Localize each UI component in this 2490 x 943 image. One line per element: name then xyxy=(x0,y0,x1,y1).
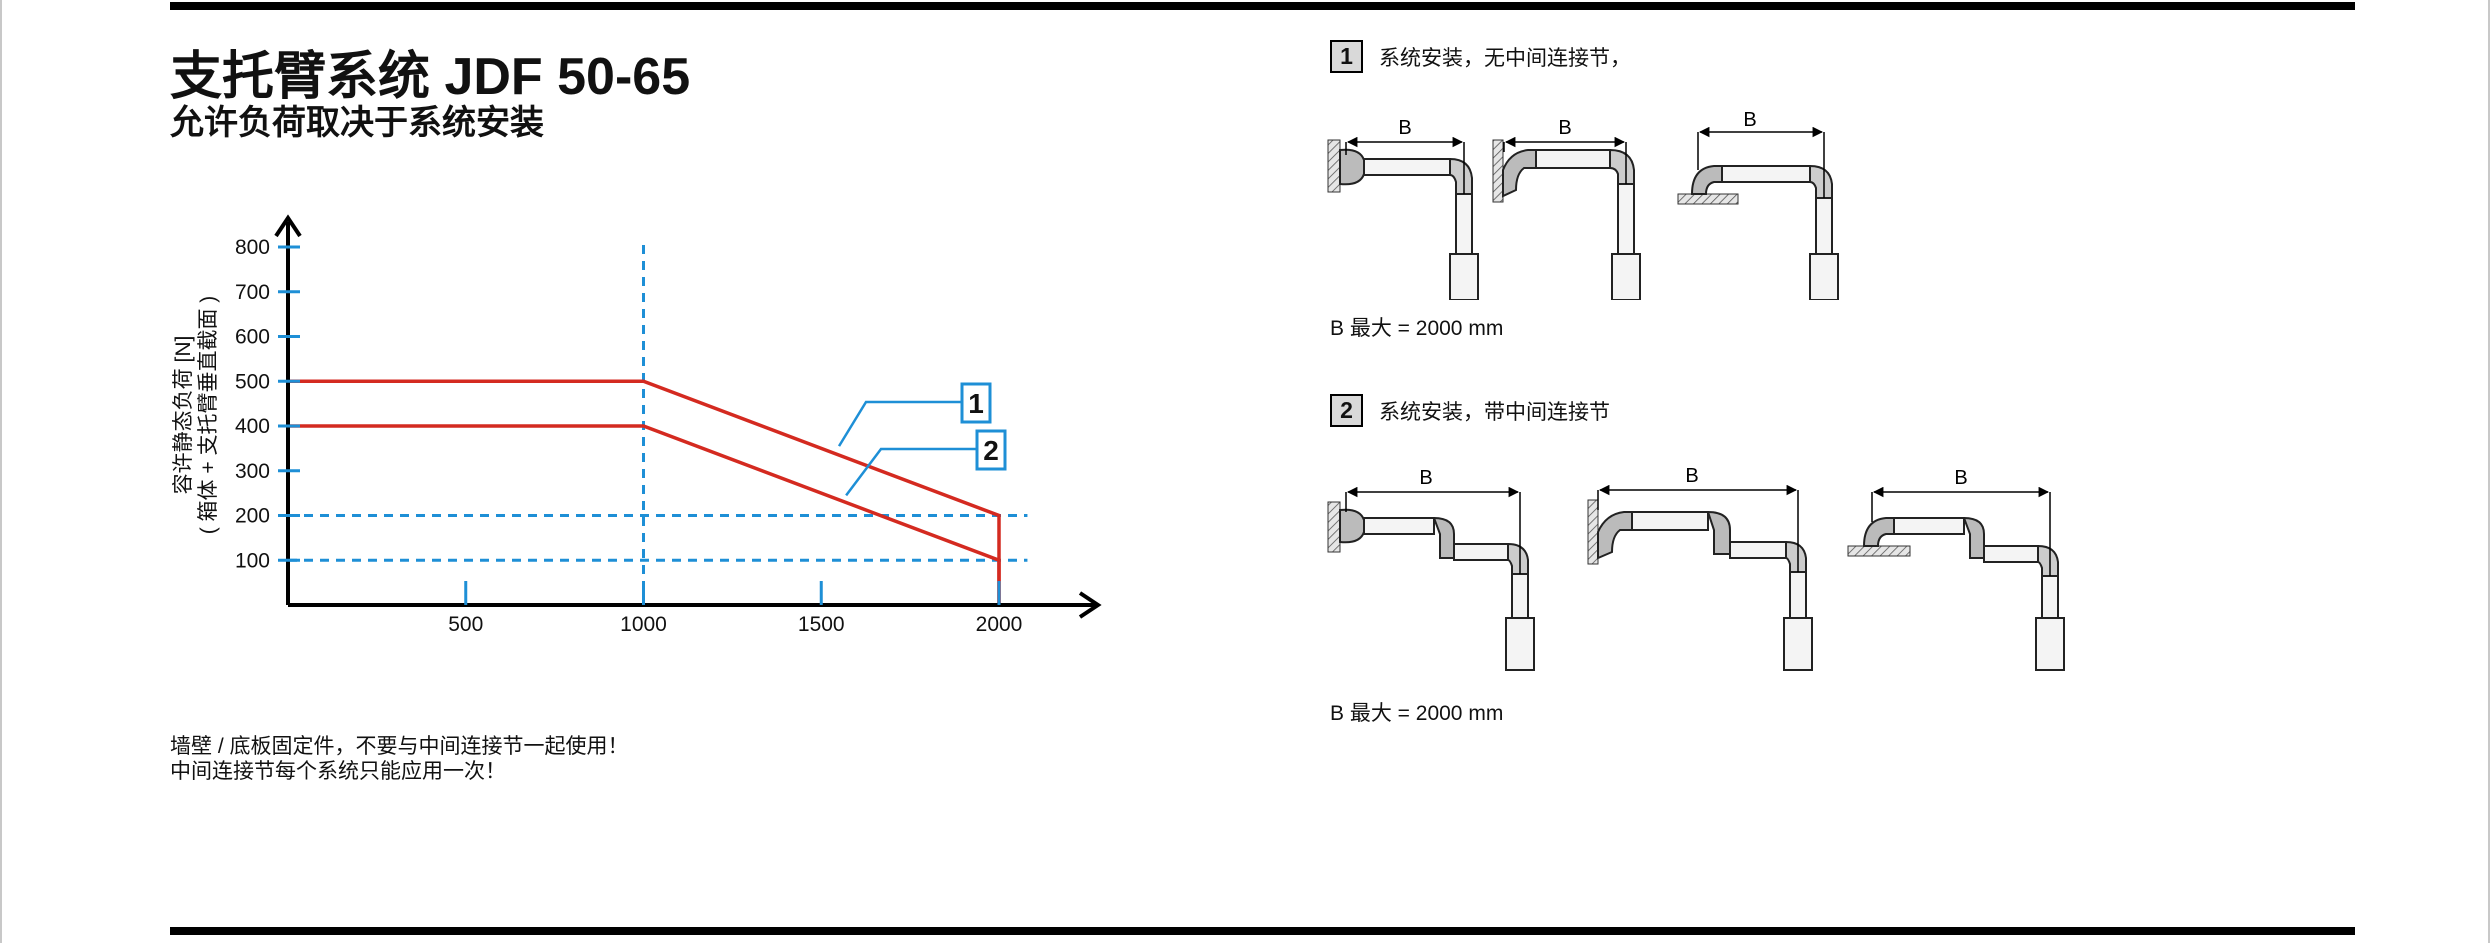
section-1-heading: 1 系统安装，无中间连接节， xyxy=(1330,40,1631,73)
series-callouts: 12 xyxy=(837,382,1007,497)
page-subtitle: 允许负荷取决于系统安装 xyxy=(170,104,544,142)
note-line-1: 墙壁 / 底板固定件，不要与中间连接节一起使用！ xyxy=(170,735,629,758)
y-tick-label-700: 700 xyxy=(235,281,270,304)
page-title: 支托臂系统 JDF 50-65 xyxy=(170,48,691,106)
wall-mount-joint-diagram: B xyxy=(1327,467,1535,671)
y-tick-label-500: 500 xyxy=(235,370,270,393)
page-frame-right xyxy=(2488,0,2490,943)
section-1-number: 1 xyxy=(1330,40,1363,73)
y-axis-arrow xyxy=(274,214,302,238)
x-tick-label-1500: 1500 xyxy=(798,613,845,636)
y-tick-label-300: 300 xyxy=(235,460,270,483)
section-2-bmax: B 最大 = 2000 mm xyxy=(1330,702,1504,725)
floor-mount-joint-diagram: B xyxy=(1847,467,2065,671)
section-1-diagrams: B B B xyxy=(1327,110,1839,300)
callout-label-1: 1 xyxy=(968,388,984,419)
note-line-2: 中间连接节每个系统只能应用一次！ xyxy=(170,760,506,783)
bottom-rule xyxy=(170,927,2355,935)
x-tick-label-1000: 1000 xyxy=(620,613,667,636)
callout-leader-2 xyxy=(845,447,977,497)
section-2-heading: 2 系统安装，带中间连接节 xyxy=(1330,394,1610,427)
page-frame-left xyxy=(0,0,2,943)
dim-b-label-2a: B xyxy=(1419,467,1432,489)
y-axis-label-line-1: 容许静态负荷 [N] xyxy=(172,336,195,495)
x-tick-label-2000: 2000 xyxy=(976,613,1023,636)
callout-label-2: 2 xyxy=(983,435,999,466)
chart-ticks: 100 200 300 400 500 600 700 800 500 1000 1500 2000 xyxy=(235,236,1022,636)
wall-mount-angled-diagram: B xyxy=(1492,117,1641,300)
wall-mount-diagram: B xyxy=(1327,117,1479,300)
dim-b-label-1a: B xyxy=(1398,117,1411,139)
section-2-heading-text: 系统安装，带中间连接节 xyxy=(1379,400,1610,424)
x-tick-label-500: 500 xyxy=(448,613,483,636)
floor-mount-diagram: B xyxy=(1677,110,1839,300)
top-rule xyxy=(170,2,2355,10)
callout-box-1 xyxy=(960,382,992,424)
y-tick-label-400: 400 xyxy=(235,415,270,438)
section-2-number: 2 xyxy=(1330,394,1363,427)
y-tick-label-600: 600 xyxy=(235,326,270,349)
y-tick-label-100: 100 xyxy=(235,549,270,572)
wall-mount-angled-joint-diagram: B xyxy=(1587,465,1813,671)
usage-notes: 墙壁 / 底板固定件，不要与中间连接节一起使用！ 中间连接节每个系统只能应用一次… xyxy=(170,734,629,784)
section-1-bmax: B 最大 = 2000 mm xyxy=(1330,317,1504,340)
y-axis-label-line-2: ( 箱体 + 支托臂垂直截面 ) xyxy=(197,296,220,535)
dim-b-label-2c: B xyxy=(1954,467,1967,489)
y-tick-label-200: 200 xyxy=(235,505,270,528)
dim-b-label-2b: B xyxy=(1685,465,1698,487)
callout-leader-1 xyxy=(837,400,962,447)
dim-b-label-1c: B xyxy=(1743,110,1756,131)
section-2-diagrams: B B B xyxy=(1327,465,2065,671)
chart-axes xyxy=(274,214,1102,619)
y-axis-label: 容许静态负荷 [N]( 箱体 + 支托臂垂直截面 ) xyxy=(172,296,220,535)
dim-b-label-1b: B xyxy=(1558,117,1571,139)
x-axis-arrow xyxy=(1078,591,1102,619)
y-tick-label-800: 800 xyxy=(235,236,270,259)
section-1-heading-text: 系统安装，无中间连接节， xyxy=(1379,46,1631,70)
callout-box-2 xyxy=(975,429,1007,471)
